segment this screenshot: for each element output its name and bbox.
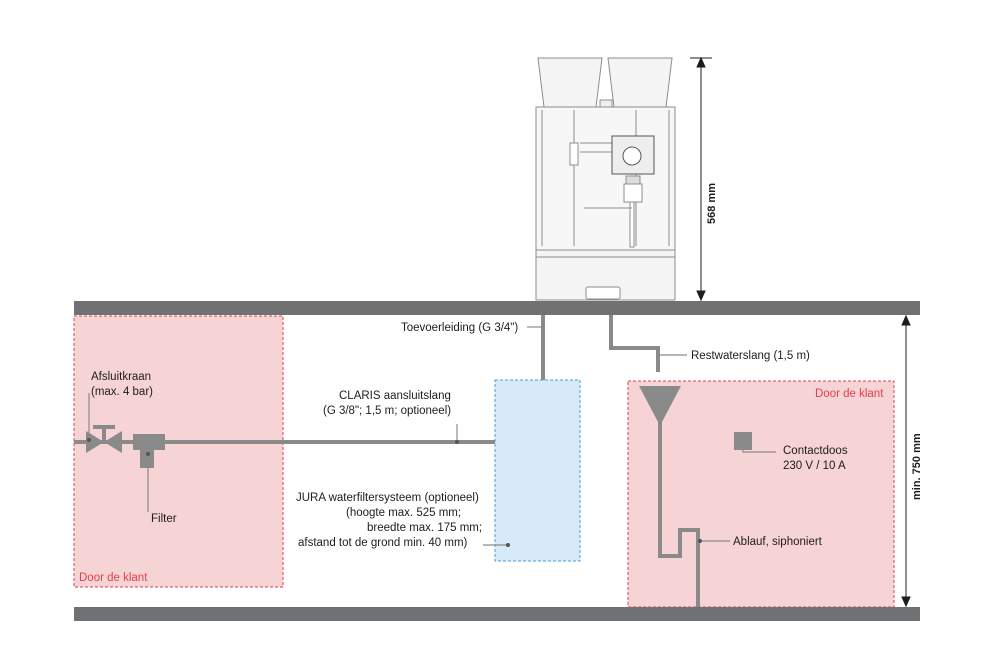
label-claris-2: (G 3/8"; 1,5 m; optioneel) (323, 405, 451, 417)
water-filter-system (494, 379, 581, 562)
dimension-machine (690, 56, 712, 302)
label-door-klant-left: Door de klant (79, 572, 148, 584)
label-afsluitkraan-2: (max. 4 bar) (91, 386, 153, 398)
coffee-machine-icon (535, 57, 676, 301)
label-jura-1: JURA waterfiltersysteem (optioneel) (296, 492, 479, 504)
customer-zone-right (627, 380, 895, 608)
label-jura-4: afstand tot de grond min. 40 mm) (298, 537, 468, 549)
drain-pipe (658, 420, 700, 607)
label-ablauf: Ablauf, siphoniert (733, 536, 823, 548)
label-jura-2: (hoogte max. 525 mm; (346, 507, 461, 519)
customer-zone-left (73, 315, 284, 588)
label-dim-machine: 568 mm (706, 183, 718, 224)
label-claris-1: CLARIS aansluitslang (339, 390, 451, 402)
valve-icon (86, 425, 122, 453)
label-contactdoos-1: Contactdoos (783, 445, 848, 457)
waste-hose (609, 315, 660, 372)
filter-icon (133, 434, 165, 468)
floor (74, 607, 920, 621)
label-filter: Filter (151, 513, 177, 525)
label-contactdoos-2: 230 V / 10 A (783, 460, 846, 472)
label-afsluitkraan-1: Afsluitkraan (91, 371, 151, 383)
countertop (74, 301, 920, 315)
drain-funnel-icon (639, 386, 681, 422)
dimension-counter (901, 314, 911, 608)
label-toevoer: Toevoerleiding (G 3/4") (401, 322, 518, 334)
label-jura-3: breedte max. 175 mm; (367, 522, 482, 534)
label-door-klant-right: Door de klant (815, 388, 884, 400)
label-restwater: Restwaterslang (1,5 m) (691, 350, 810, 362)
label-dim-counter: min. 750 mm (911, 433, 923, 500)
